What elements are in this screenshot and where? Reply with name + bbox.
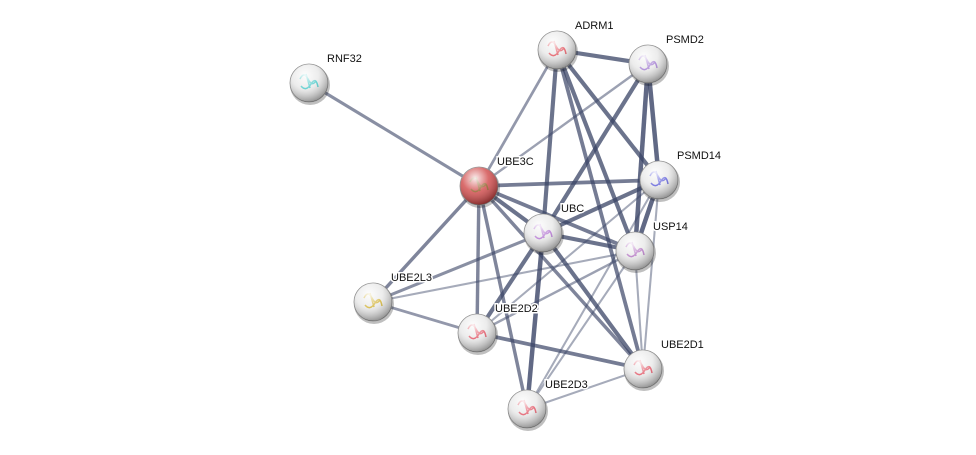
edge-usp14-ube2d1[interactable] bbox=[633, 250, 645, 370]
edge-adrm1-ubc[interactable] bbox=[540, 49, 560, 234]
edge-ube2d3-ube2d1[interactable] bbox=[526, 368, 644, 410]
edge-ubc-ube2d1[interactable] bbox=[541, 231, 645, 371]
edge-ube3c-ube2l3[interactable] bbox=[371, 184, 481, 304]
node-ubc[interactable]: UBC bbox=[523, 202, 586, 255]
node-label: UBE3C bbox=[497, 156, 534, 168]
edge-ubc-ube2d3[interactable] bbox=[524, 232, 546, 410]
node-ube2d3[interactable]: UBE2D3 bbox=[507, 378, 589, 431]
node-gloss bbox=[508, 390, 546, 428]
edge-psmd14-ube2d3[interactable] bbox=[526, 179, 660, 410]
edge-ubc-ube2d2[interactable] bbox=[475, 231, 545, 335]
node-ube2d2[interactable]: UBE2D2 bbox=[457, 302, 539, 355]
node-gloss bbox=[524, 214, 562, 252]
node-gloss bbox=[538, 31, 576, 69]
node-label: RNF32 bbox=[327, 53, 362, 65]
node-gloss bbox=[629, 45, 667, 83]
edge-ube3c-psmd2[interactable] bbox=[478, 63, 649, 187]
node-gloss bbox=[640, 161, 678, 199]
node-ube2l3[interactable]: UBE2L3 bbox=[353, 271, 433, 324]
node-ube3c[interactable]: UBE3C bbox=[459, 155, 535, 208]
edge-usp14-ube2l3[interactable] bbox=[372, 249, 636, 304]
edge-usp14-ube2d2[interactable] bbox=[476, 249, 636, 335]
node-psmd14[interactable]: PSMD14 bbox=[639, 149, 723, 202]
node-label: UBC bbox=[561, 203, 584, 215]
node-gloss bbox=[290, 64, 328, 102]
edge-ube3c-ube2d3[interactable] bbox=[477, 185, 529, 410]
edge-rnf32-ube3c[interactable] bbox=[308, 81, 480, 188]
edge-ubc-ube2l3[interactable] bbox=[372, 231, 544, 304]
node-ube2d1[interactable]: UBE2D1 bbox=[623, 338, 705, 391]
edge-ube3c-ube2d1[interactable] bbox=[477, 184, 645, 371]
node-psmd2[interactable]: PSMD2 bbox=[628, 33, 705, 86]
node-gloss bbox=[460, 167, 498, 205]
node-usp14[interactable]: USP14 bbox=[615, 220, 689, 273]
edge-psmd14-ube2d2[interactable] bbox=[476, 179, 660, 334]
node-label: PSMD2 bbox=[666, 34, 704, 46]
edge-psmd2-usp14[interactable] bbox=[632, 63, 651, 252]
node-gloss bbox=[354, 283, 392, 321]
edge-psmd2-ubc[interactable] bbox=[541, 62, 650, 235]
edge-ube2d2-ube2d1[interactable] bbox=[476, 331, 644, 371]
node-label: UBE2D1 bbox=[661, 339, 704, 351]
node-rnf32[interactable]: RNF32 bbox=[289, 52, 363, 105]
node-gloss bbox=[458, 314, 496, 352]
node-label: UBE2D3 bbox=[545, 379, 588, 391]
edge-ube3c-psmd14[interactable] bbox=[478, 178, 660, 188]
node-adrm1[interactable]: ADRM1 bbox=[537, 19, 615, 72]
node-label: ADRM1 bbox=[575, 20, 614, 32]
node-label: UBE2D2 bbox=[495, 303, 538, 315]
node-label: USP14 bbox=[653, 221, 688, 233]
edge-ube3c-adrm1[interactable] bbox=[477, 49, 559, 187]
node-label: UBE2L3 bbox=[391, 272, 432, 284]
node-gloss bbox=[624, 350, 662, 388]
node-label: PSMD14 bbox=[677, 150, 721, 162]
edge-psmd2-psmd14[interactable] bbox=[645, 63, 662, 181]
edge-adrm1-ube2d1[interactable] bbox=[555, 49, 645, 370]
edge-psmd14-ube2d1[interactable] bbox=[641, 179, 661, 370]
node-gloss bbox=[616, 232, 654, 270]
